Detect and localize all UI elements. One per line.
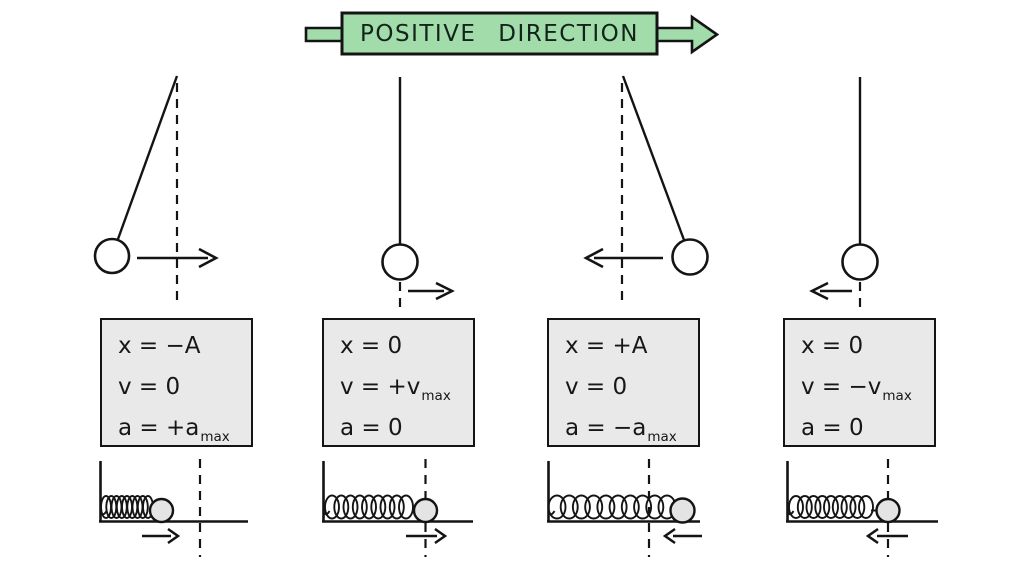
spring-system-4	[786, 459, 938, 557]
equation-line: x = +A	[565, 333, 648, 359]
pendulum-bob-3	[671, 238, 709, 276]
equation-line: a = +amax	[118, 415, 230, 445]
equation-line: v = 0	[565, 374, 628, 400]
equation-line: a = −amax	[565, 415, 677, 445]
equation-line: a = 0	[801, 415, 864, 441]
equation-line: v = −vmax	[801, 374, 912, 404]
spring-ball-2	[412, 497, 439, 524]
spring-system-2	[322, 459, 473, 557]
equation-line: x = 0	[801, 333, 864, 359]
equation-line: x = 0	[340, 333, 403, 359]
equation-line: v = 0	[118, 374, 181, 400]
spring-coil-icon-2	[322, 494, 414, 520]
pendulum-3	[583, 75, 709, 307]
equation-line: a = 0	[340, 415, 403, 441]
spring-arrow-left-icon-4	[865, 527, 908, 545]
spring-ball-3	[669, 497, 696, 524]
pendulum-4	[809, 77, 879, 307]
spring-ball-1	[148, 497, 175, 524]
spring-ball-4	[875, 497, 901, 524]
spring-system-1	[99, 459, 248, 557]
pendulum-bob-1	[93, 237, 131, 275]
pendulum-arrow-left-icon-4	[809, 281, 852, 301]
banner-box	[340, 11, 659, 56]
equation-line: x = −A	[118, 333, 201, 359]
positive-direction-banner-label: POSITIVE DIRECTION	[360, 20, 639, 47]
pendulum-2	[381, 77, 455, 307]
equation-box-3: x = +A v = 0 a = −amax	[547, 318, 700, 447]
pendulum-bob-4	[841, 243, 879, 281]
pendulum-string-3	[621, 75, 686, 241]
spring-coil-icon-4	[786, 495, 878, 519]
pendulum-1	[93, 75, 219, 307]
pendulum-arrow-left-icon-3	[583, 247, 663, 269]
spring-coil-stretched-icon-3	[547, 494, 677, 520]
equation-box-2: x = 0 v = +vmax a = 0	[322, 318, 475, 447]
pendulum-bob-2	[381, 243, 419, 281]
spring-arrow-right-icon-2	[406, 527, 448, 545]
equation-box-1: x = −A v = 0 a = +amax	[100, 318, 253, 447]
equation-line: v = +vmax	[340, 374, 451, 404]
spring-arrow-left-icon-3	[662, 527, 702, 545]
banner-arrow-icon	[304, 11, 720, 56]
pendulum-arrow-right-icon-1	[137, 247, 219, 269]
spring-arrow-right-icon-1	[142, 527, 181, 545]
spring-system-3	[547, 459, 702, 557]
spring-coil-compressed-icon-1	[99, 495, 154, 519]
pendulum-arrow-right-icon-2	[408, 281, 455, 301]
equation-box-4: x = 0 v = −vmax a = 0	[783, 318, 936, 447]
pendulum-string-1	[116, 75, 179, 240]
